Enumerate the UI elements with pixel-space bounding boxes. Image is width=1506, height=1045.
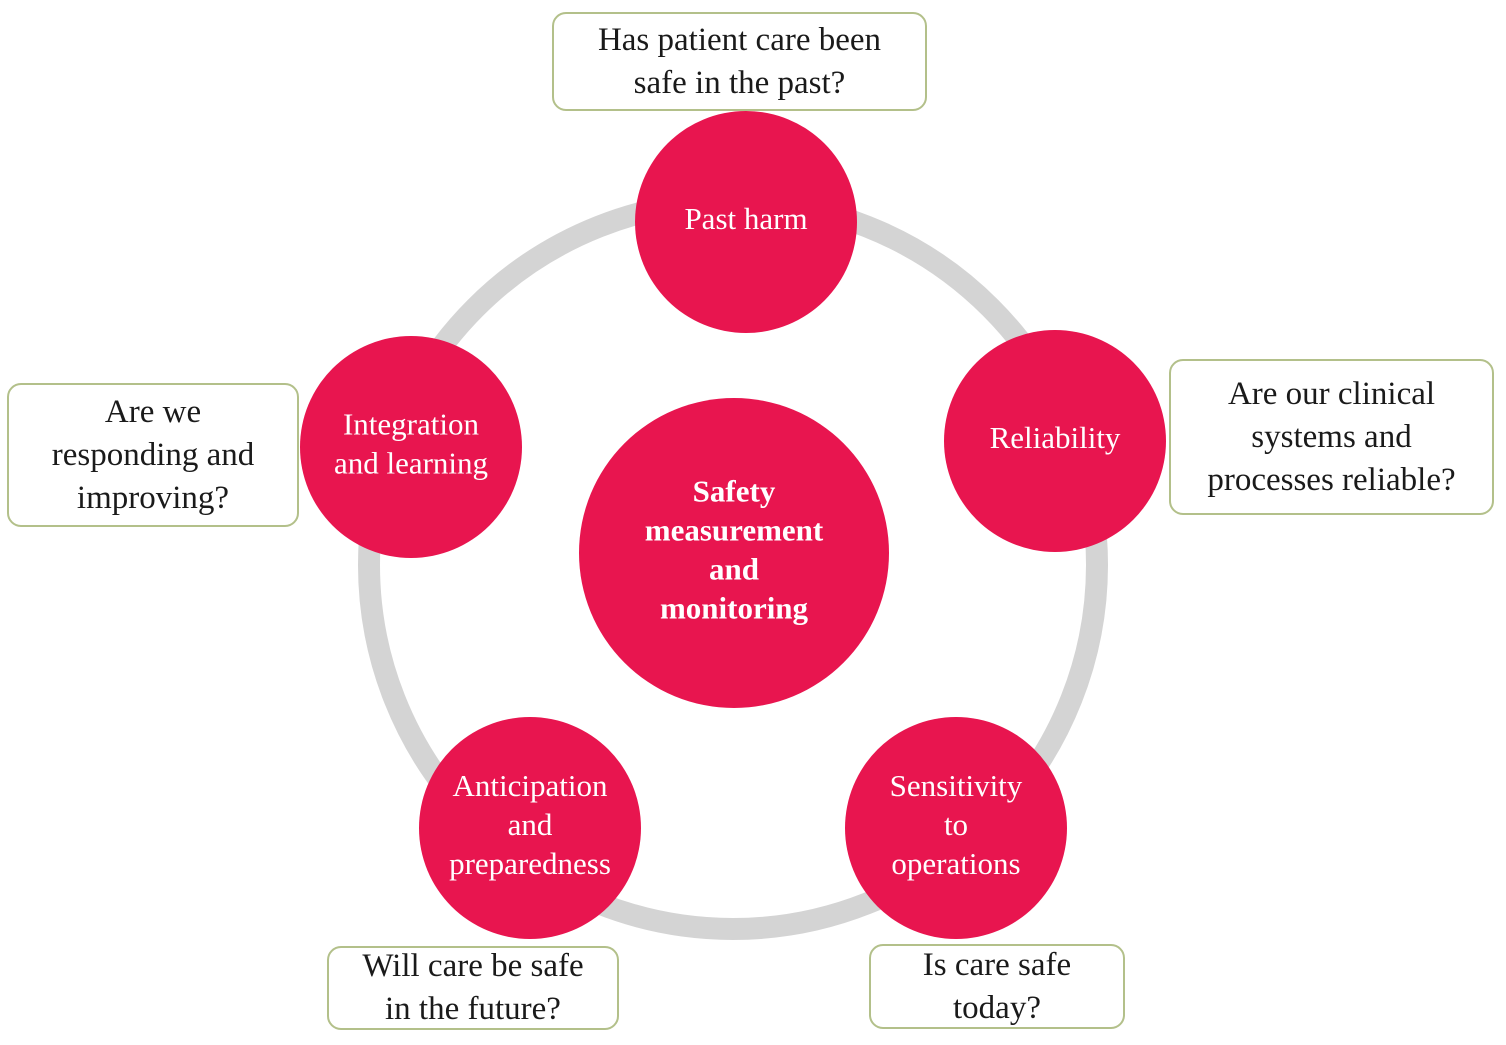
question-box-past-harm: Has patient care been safe in the past? [552,12,927,111]
question-past-harm: Has patient care been safe in the past? [597,21,882,101]
question-box-anticipation: Will care be safe in the future? [327,946,619,1030]
label-line: Reliability [990,420,1121,455]
label-line: Sensitivity [890,768,1023,803]
label-line: and [709,552,759,587]
node-label-anticipation: Anticipation and preparedness [449,768,611,881]
question-reliability: Are our clinical systems and processes r… [1207,375,1456,498]
node-label-integration: Integration and learning [334,407,488,481]
label-line: Safety [693,474,776,509]
question-box-reliability: Are our clinical systems and processes r… [1169,359,1494,515]
label-line: and [508,807,553,842]
label-line: and learning [334,446,488,481]
label-line: measurement [645,513,824,548]
label-line: preparedness [449,846,611,881]
label-line: monitoring [660,591,809,626]
label-line: Anticipation [453,768,608,803]
node-integration: Integration and learning [300,336,522,558]
node-anticipation: Anticipation and preparedness [419,717,641,939]
question-anticipation: Will care be safe in the future? [362,948,584,1027]
node-label-past-harm: Past harm [684,201,807,236]
question-box-integration: Are we responding and improving? [7,383,299,527]
center-label: Safety measurement and monitoring [645,474,824,626]
node-label-sensitivity: Sensitivity to operations [890,768,1023,881]
label-line: operations [891,846,1020,881]
node-past-harm: Past harm [635,111,857,333]
label-line: to [944,807,968,842]
center-node: Safety measurement and monitoring [579,398,889,708]
label-line: Integration [343,407,480,442]
question-sensitivity: Is care safe today? [922,946,1072,1026]
question-integration: Are we responding and improving? [51,393,255,516]
node-label-reliability: Reliability [990,420,1121,455]
question-box-sensitivity: Is care safe today? [869,944,1125,1029]
node-sensitivity: Sensitivity to operations [845,717,1067,939]
node-reliability: Reliability [944,330,1166,552]
label-line: Past harm [684,201,807,236]
